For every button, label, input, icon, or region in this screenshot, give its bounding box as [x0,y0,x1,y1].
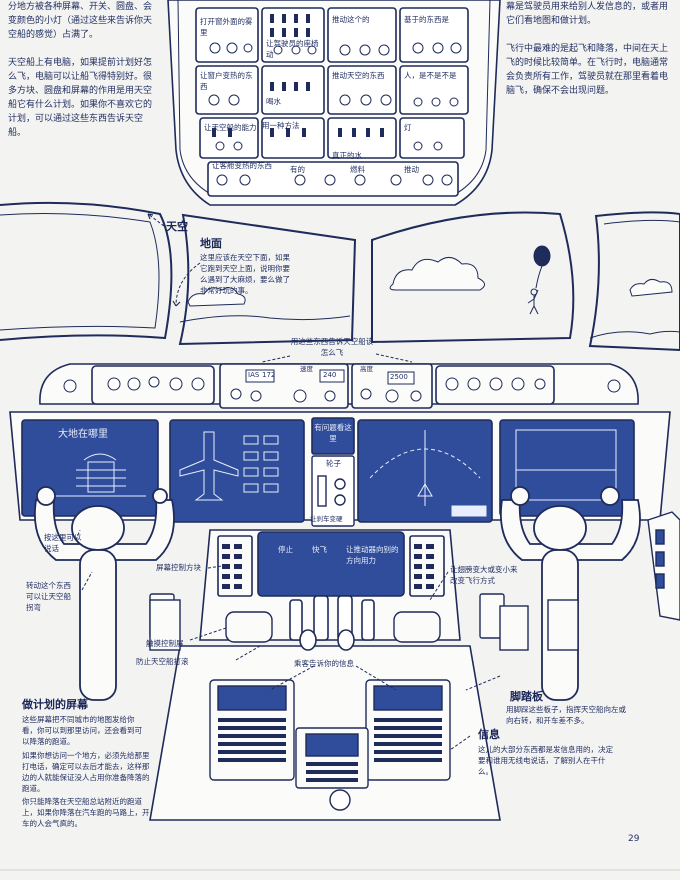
right-display [515,429,617,501]
overhead-label-10: 用一种方法 [262,121,300,130]
reverse-thrust-label: 让推动器向别的方向用力 [346,545,399,565]
overhead-label-16: 有的 [290,165,305,174]
overhead-switches [212,14,384,137]
overhead-label-1: 打开窗外面的雾里 [200,17,253,37]
screen-control-note: 屏幕控制方块 [156,563,201,572]
console-dial [329,789,351,811]
planning-screen-p2: 如果你想访问一个地方，必须先给那里打电话，确定可以去后才能去，这样那边的人就能保… [22,751,150,793]
planning-screen-heading: 做计划的屏幕 [22,698,88,711]
cdu-keys [218,718,442,782]
overhead-label-6: 喝水 [266,97,281,106]
ground-heading: 地面 [200,237,222,250]
throttle-levers [289,595,375,651]
overhead-label-11: 让天空船的能力 [204,123,257,132]
warning-screen-label: 有问题看这里 [314,423,352,443]
pedals-body: 用脚踩这些板子，指挥天空船向左或向右转，和开车差不多。 [506,705,626,725]
throttle-fast-label: 快飞 [312,545,327,554]
overhead-label-3: 让驾驶员的座椅动 [266,39,319,59]
gear-label: 轮子 [326,459,341,468]
planning-screen-p1: 这些屏幕把不同城市的地图发给你看，你可以到那里访问，还会看到可以降落的跑道。 [22,715,142,746]
overhead-label-12: 燃料 [350,165,365,174]
clouds [187,257,673,307]
anti-roll-note: 防止天空船打滚 [136,657,189,666]
right-paragraph-1: 幕是驾驶员用来给别人发信息的，或者用它们看地图和做计划。 [506,2,669,26]
info-heading: 信息 [478,728,500,741]
glareshield-altitude-value: 2500 [390,373,408,381]
glareshield-note: 用这些东西告诉天空船该怎么飞 [290,337,374,357]
overhead-label-2: 让窗户变热的东西 [200,71,253,91]
ground-arrow [175,262,201,307]
touchpad-note: 触摸控制屏 [146,639,184,648]
intro-paragraph-1: 分地方被各种屏幕、开关、圆盘、会变颜色的小灯（通过这些来告诉你天空船的感觉）占满… [8,2,153,40]
overhead-label-7: 真正的水 [332,151,362,160]
rudder-pedals [149,599,579,651]
attitude-screen-title: 大地在哪里 [58,429,108,440]
right-paragraph-2: 飞行中最难的是起飞和降落，中间在天上飞的时候比较简单。在飞行时，电脑通常会负责所… [506,44,669,96]
gear-panel [311,455,355,527]
yoke-talk-note: 按这里可以说话 [44,533,82,553]
navigation-display [369,430,487,517]
side-panel-right [647,511,680,621]
glareshield-speed-label: 速度 [300,365,313,373]
throttle-stop-label: 停止 [278,545,293,554]
page-number: 29 [628,834,640,844]
overhead-label-9: 让客舱变热的东西 [212,161,272,170]
glareshield-ias: IAS [248,371,260,379]
turn-knob-note: 转动这个东西可以让天空船拐弯 [26,581,71,612]
pedals-heading: 脚踏板 [510,690,543,703]
overhead-label-13: 基于的东西是 [404,15,449,24]
glareshield-altitude-label: 高度 [360,365,373,373]
overhead-knobs [208,42,462,186]
info-body: 这儿的大部分东西都是发信息用的，决定要和谁用无线电说话，了解别人在干什么。 [478,745,613,776]
annotation-arrows [75,529,501,751]
overhead-label-4: 推动这个的 [332,15,370,24]
planning-screen-p3: 你只能降落在天空船总站附近的跑道上，如果你降落在汽车跑的马路上，开车的人会气疯的… [22,797,150,828]
intro-paragraph-2: 天空船上有电脑，如果提前计划好怎么飞，电脑可以让船飞得特别好。很多方块、圆盘和屏… [8,58,153,138]
sky-arrow [147,213,165,227]
keypad-right [414,544,434,589]
ground-line [179,315,351,323]
left-yoke [34,486,175,701]
overhead-label-8: 灯 [404,123,412,132]
balloon-figure [527,245,551,315]
systems-display [179,431,279,501]
ground-line-right [589,330,680,339]
glareshield-speed-value: 240 [323,371,337,379]
sky-label: 天空 [166,220,188,233]
ground-body: 这里应该在天空下面，如果它跑到天空上面，说明你要么遇到了大麻烦，要么做了非常好玩… [200,253,290,295]
cockpit-windows [0,201,680,352]
overhead-label-5: 推动天空的东西 [332,71,385,80]
passenger-info-note: 乘客告诉你的信息 [294,659,354,668]
brake-label: 让刹车变硬 [310,515,343,523]
overhead-label-14: 人，是不是不是 [404,71,457,80]
glareshield-knobs [63,376,621,403]
overhead-label-15: 推动 [404,165,419,174]
keypad-left [222,544,242,589]
flaps-note: 让翅膀变大或变小来改变飞行方式 [450,565,518,585]
glareshield-ias-value: 172 [262,371,276,379]
